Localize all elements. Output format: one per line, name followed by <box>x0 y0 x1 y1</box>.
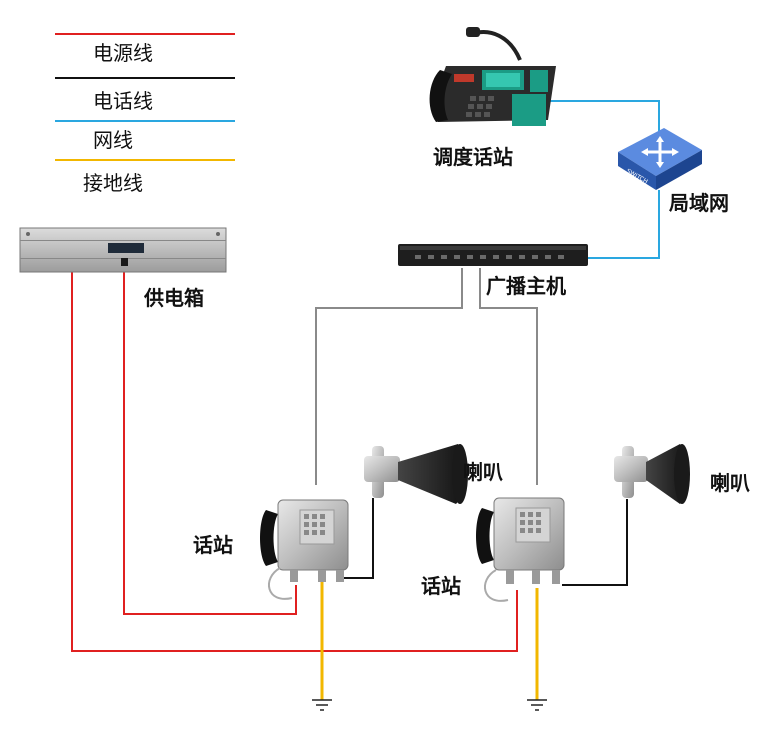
desk-phone-icon <box>429 27 556 126</box>
station-2-label: 话站 <box>421 574 461 598</box>
network-switch-icon: SWITCH <box>618 128 702 190</box>
legend-network-label: 网线 <box>93 128 133 152</box>
phone-wire-speaker-2 <box>562 499 628 586</box>
wires <box>71 100 660 700</box>
host-link-station-2 <box>479 268 538 485</box>
explosion-proof-phone-icon <box>476 497 565 602</box>
explosion-proof-phone-icon <box>260 499 349 600</box>
station-1-label: 话站 <box>193 533 233 557</box>
legend-ground-label: 接地线 <box>83 171 143 195</box>
rack-unit-icon <box>19 227 227 273</box>
power-wire-station-2 <box>71 266 518 652</box>
legend-power-label: 电源线 <box>93 41 153 65</box>
host-link-station-1 <box>315 268 463 485</box>
network-wire-switch-host <box>588 190 660 259</box>
ground-symbol-icon <box>527 699 547 711</box>
legend-phone-label: 电话线 <box>93 89 153 113</box>
speaker-2-label: 喇叭 <box>710 471 750 495</box>
speaker-1-label: 喇叭 <box>463 460 503 484</box>
power-wire-station-1 <box>123 266 297 615</box>
legend: 电源线 电话线 网线 接地线 <box>55 33 235 195</box>
horn-speaker-icon <box>364 444 468 504</box>
ground-symbol-icon <box>312 699 332 711</box>
broadcast-host-icon <box>398 244 588 266</box>
phone-wire-speaker-1 <box>341 498 374 579</box>
power-box-label: 供电箱 <box>143 286 204 310</box>
dispatch-station-label: 调度话站 <box>433 145 513 169</box>
lan-label: 局域网 <box>668 191 729 215</box>
horn-speaker-icon <box>614 444 690 504</box>
broadcast-host-label: 广播主机 <box>486 274 566 298</box>
